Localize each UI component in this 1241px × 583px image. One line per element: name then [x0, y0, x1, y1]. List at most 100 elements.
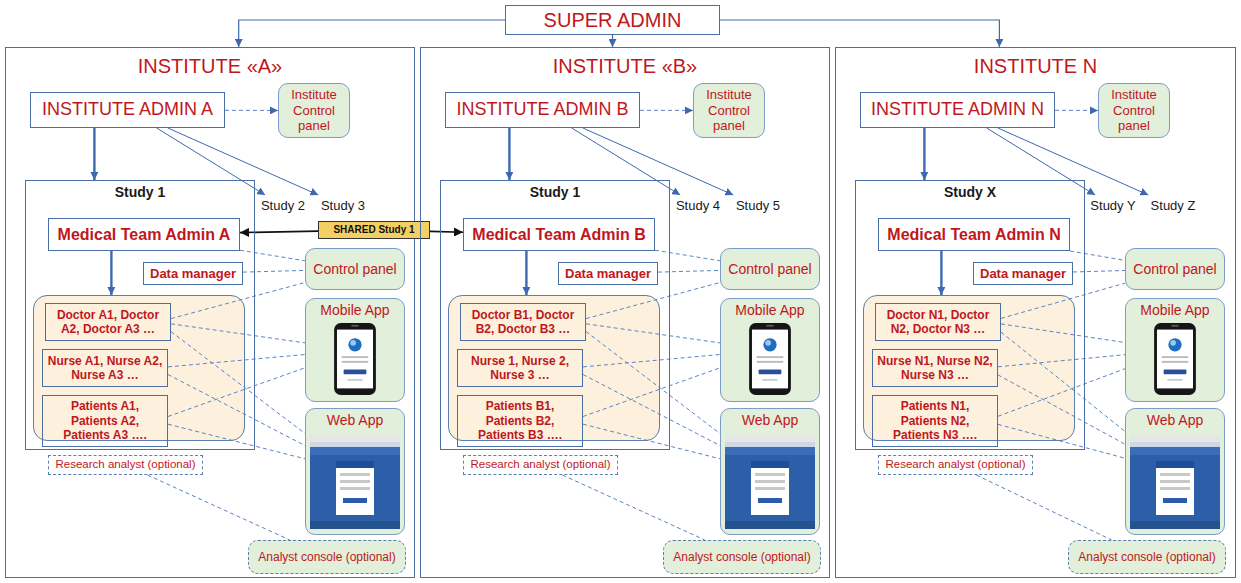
node-label: Data manager [980, 266, 1066, 282]
node-label: Web App [1147, 412, 1204, 429]
connector [583, 128, 733, 195]
node-label: Study 1 [530, 184, 581, 201]
connector [998, 369, 1125, 417]
node-label: Study 4 [676, 198, 720, 214]
node-label: INSTITUTE N [974, 54, 1097, 78]
card-line [1160, 473, 1190, 476]
team-admin-box: Medical Team Admin B [463, 218, 655, 251]
phone-body [1154, 323, 1196, 395]
control-panel-box: Control panel [305, 248, 405, 290]
screen-line [757, 361, 784, 363]
card-line [1160, 480, 1190, 483]
phone-speaker [351, 325, 359, 327]
connector [940, 251, 942, 295]
connector [168, 368, 305, 417]
node-label: Study 2 [261, 198, 305, 214]
screen-line [342, 356, 369, 358]
connector [998, 128, 1148, 195]
institute-admin-box: INSTITUTE ADMIN B [445, 92, 640, 128]
study-label: Study 5 [733, 195, 783, 217]
node-label: Study 5 [736, 198, 780, 214]
connector [583, 424, 720, 459]
node-label: Institute Control panel [698, 87, 760, 134]
data-manager-box: Data manager [143, 262, 243, 285]
connector [1055, 110, 1098, 111]
institute-panel: INSTITUTE «B»INSTITUTE ADMIN BInstitute … [420, 47, 830, 578]
console-box: Analyst console (optional) [663, 540, 821, 574]
analyst-box: Research analyst (optional) [48, 455, 203, 475]
node-label: Mobile App [1140, 302, 1209, 319]
card-button [1163, 498, 1187, 503]
connector [240, 250, 305, 261]
connector [168, 128, 318, 195]
phone-picture [333, 322, 377, 396]
node-label: Data manager [150, 266, 236, 282]
node-label: Study Z [1151, 198, 1196, 214]
care-team-group: Doctor N1, Doctor N2, Doctor N3 …Nurse N… [863, 295, 1075, 441]
institute-panel: INSTITUTE «A»INSTITUTE ADMIN AInstitute … [5, 47, 415, 578]
node-label: Analyst console (optional) [258, 550, 395, 564]
browser-bar [725, 442, 815, 447]
connector [562, 475, 704, 540]
mobile-app-box: Mobile App [1125, 298, 1225, 402]
browser-bar [310, 442, 400, 447]
connector [583, 375, 720, 446]
connector [508, 128, 510, 180]
control-panel-box: Control panel [1125, 248, 1225, 290]
screen-line [342, 361, 369, 363]
connector [923, 128, 925, 180]
member-box: Doctor A1, Doctor A2, Doctor A3 … [45, 303, 171, 341]
connector [586, 324, 720, 343]
phone-body [334, 323, 376, 395]
screenshot-picture [725, 435, 815, 529]
node-label: Mobile App [320, 302, 389, 319]
member-box: Patients N1, Patients N2, Patients N3 …. [872, 395, 998, 447]
node-label: INSTITUTE ADMIN N [871, 99, 1044, 121]
control-panel-box: Institute Control panel [693, 83, 765, 138]
study-box: Study 1Medical Team Admin AData managerD… [25, 180, 255, 450]
connector [1073, 271, 1125, 273]
node-label: Study X [944, 184, 996, 201]
connector [998, 355, 1125, 367]
node-label: Research analyst (optional) [886, 458, 1026, 472]
screenshot-picture [310, 435, 400, 529]
connector [225, 110, 278, 111]
node-label: Patients B1, Patients B2, Patients B3 …. [461, 399, 579, 442]
node-label: INSTITUTE ADMIN A [42, 99, 213, 121]
page-footer [1130, 521, 1220, 529]
card-line [755, 473, 785, 476]
app-logo [348, 338, 361, 351]
connector [171, 283, 305, 319]
node-label: Nurse 1, Nurse 2, Nurse 3 … [461, 354, 579, 383]
connector [1001, 324, 1125, 343]
node-label: INSTITUTE «A» [138, 54, 282, 78]
mobile-app-box: Mobile App [305, 298, 405, 402]
screen-button [344, 369, 367, 374]
member-box: Patients B1, Patients B2, Patients B3 …. [457, 395, 583, 447]
analyst-box: Research analyst (optional) [463, 455, 618, 475]
data-manager-box: Data manager [973, 262, 1073, 285]
phone-picture [748, 322, 792, 396]
phone-body [749, 323, 791, 395]
card-button [343, 498, 367, 503]
screen-line [1162, 356, 1189, 358]
study-label: Study 3 [318, 195, 368, 217]
console-box: Analyst console (optional) [1068, 540, 1226, 574]
node-label: Medical Team Admin A [58, 225, 231, 244]
console-box: Analyst console (optional) [248, 540, 406, 574]
card-line [340, 480, 370, 483]
node-label: Study Y [1090, 198, 1135, 214]
connector [110, 251, 112, 295]
connector [987, 128, 1095, 195]
node-label: Web App [742, 412, 799, 429]
node-label: Medical Team Admin B [472, 225, 645, 244]
card-line [340, 473, 370, 476]
institute-admin-box: INSTITUTE ADMIN A [30, 92, 225, 128]
connector [586, 332, 720, 434]
care-team-group: Doctor A1, Doctor A2, Doctor A3 …Nurse A… [33, 295, 245, 441]
card-button [758, 498, 782, 503]
institute-admin-box: INSTITUTE ADMIN N [860, 92, 1055, 128]
connector [998, 424, 1125, 458]
connector [720, 20, 999, 47]
connector [976, 475, 1111, 540]
